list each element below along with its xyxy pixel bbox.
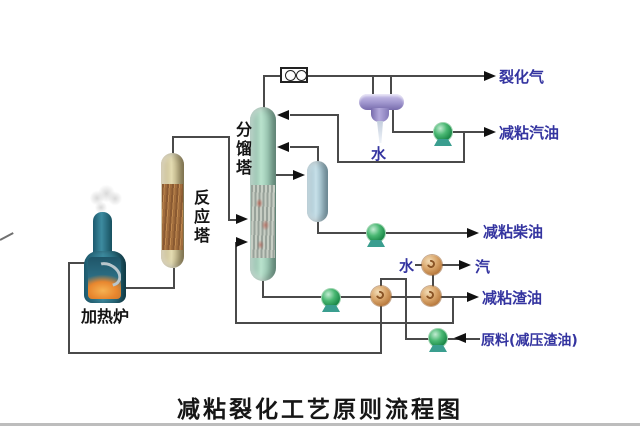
reactor-column [161,153,184,268]
furnace-stack [93,212,112,256]
pipe [228,219,240,221]
steam-label: 汽 [475,258,491,276]
pipe [383,232,468,234]
gasoline-pump-icon [433,122,453,148]
pipe [337,161,465,163]
fractionator-packing [251,185,275,258]
pipe [290,146,319,148]
drum-water-label: 水 [371,145,387,163]
stripper-column [307,161,328,222]
pipe [172,136,174,154]
bottom-border [0,423,640,426]
pipe [450,131,485,133]
arrow-into-fractionator-lower-icon [236,237,248,247]
gasoline-label: 减粘汽油 [499,124,560,142]
furnace-firebox [88,257,121,299]
pipe [405,278,407,340]
pipe [68,352,382,354]
pipe [263,75,280,77]
smoke-puff [108,191,122,206]
condenser-fan-icon [285,70,296,81]
residue-steam-exchanger-icon [421,286,441,306]
furnace [84,251,126,303]
pipe [380,278,407,280]
condenser [280,67,308,83]
arrow-gasoline-icon [484,127,496,137]
pipe [317,146,319,163]
pipe [290,114,339,116]
feed-pump-icon [428,328,448,354]
pipe [172,136,230,138]
stray-line [0,232,14,241]
arrow-reflux-icon [277,110,289,120]
feed-label: 原料(减压渣油) [481,333,578,349]
pipe [405,338,430,340]
diesel-pump-icon [366,223,386,249]
steam-generator-icon [422,255,442,275]
pipe [392,106,394,132]
pipe [338,296,469,298]
pipe [173,268,175,289]
diagram-title: 减粘裂化工艺原则流程图 [177,396,463,423]
feed-residue-exchanger-icon [371,286,391,306]
exchanger-water-label: 水 [399,257,415,275]
pipe [317,220,319,234]
furnace-label: 加热炉 [81,307,130,326]
pipe [228,136,230,221]
arrow-into-fractionator-upper-icon [236,214,248,224]
arrow-into-stripper-icon [293,170,305,180]
pipe [432,273,434,288]
pipe [415,264,424,266]
pipe [337,114,339,163]
pipe [262,279,264,298]
pipe [317,232,367,234]
pipe [68,262,70,354]
arrow-residue-icon [467,292,479,302]
arrow-cracked-gas-icon [484,71,496,81]
pipe [126,287,175,289]
pipe [452,297,454,324]
arrow-diesel-icon [467,228,479,238]
pipe [380,278,382,354]
cracked-gas-label: 裂化气 [499,68,545,86]
pipe [262,296,322,298]
residue-label: 减粘渣油 [482,289,543,307]
pipe [68,262,86,264]
pipe [390,75,392,96]
pipe [392,131,434,133]
fractionator-label: 分馏塔 [233,121,252,178]
water-boot [371,108,389,122]
reactor-packing [162,184,183,250]
reflux-drum [359,94,404,110]
pipe [263,75,265,108]
reactor-label: 反应塔 [191,189,210,246]
pipe [235,242,237,324]
pipe [372,75,374,96]
pipe [440,264,460,266]
diesel-label: 减粘柴油 [483,223,544,241]
pipe [308,75,486,77]
pipe [463,131,465,163]
arrow-stripper-return-icon [277,142,289,152]
condenser-fan-icon [296,70,307,81]
smoke-puff [95,201,107,214]
pipe [275,174,295,176]
fractionator-column [250,107,276,281]
pipe [235,322,454,324]
water-drain-stream [377,121,383,143]
arrow-feed-icon [454,333,466,343]
arrow-steam-icon [459,260,471,270]
furnace-coil-icon [88,257,121,292]
residue-pump-icon [321,288,341,314]
